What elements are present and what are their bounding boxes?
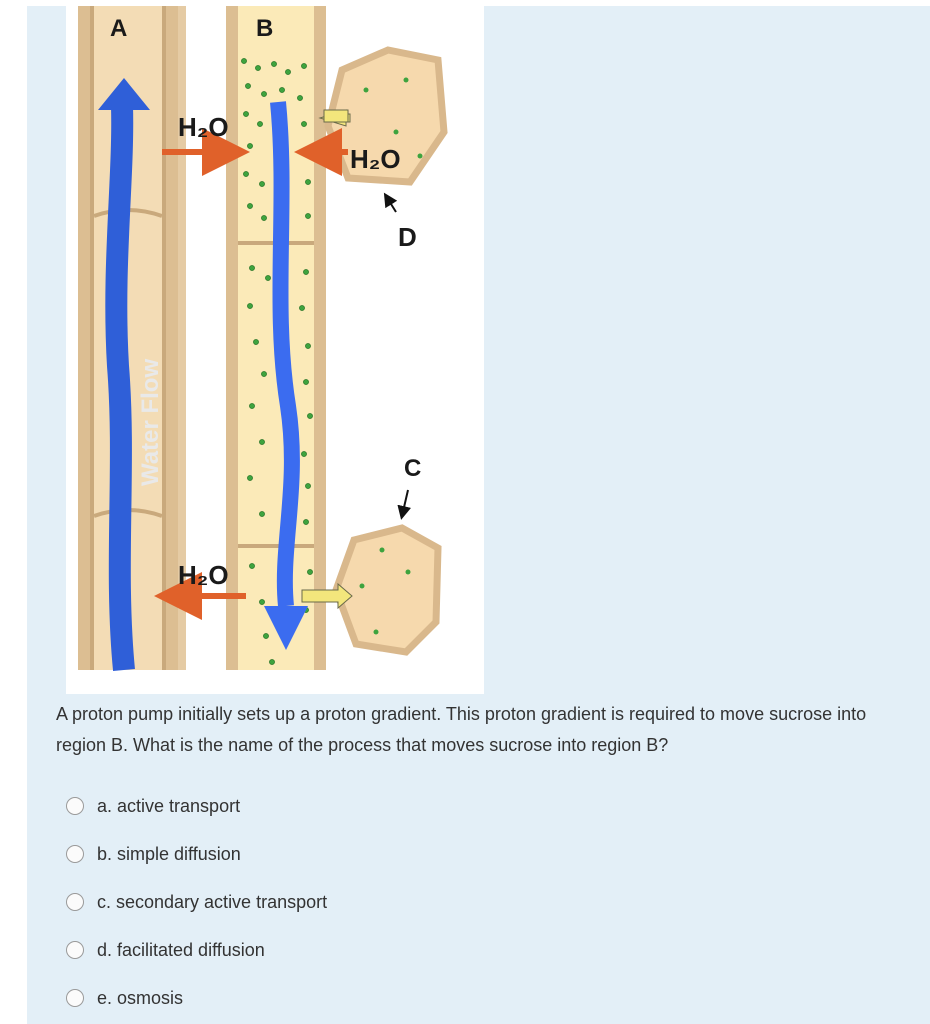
label-a: A [110, 15, 127, 42]
option-a[interactable]: a. active transport [66, 793, 240, 819]
sap-flow-arrow [264, 101, 308, 650]
question-text: A proton pump initially sets up a proton… [56, 704, 867, 755]
h2o-label-top-right: H₂O [350, 144, 401, 174]
h2o-label-bottom: H₂O [178, 560, 229, 590]
option-label: e. osmosis [97, 987, 184, 1008]
radio-button[interactable] [66, 893, 84, 911]
radio-button[interactable] [66, 797, 84, 815]
label-c: C [404, 455, 421, 482]
option-label: b. simple diffusion [97, 843, 241, 864]
option-b[interactable]: b. simple diffusion [66, 841, 241, 867]
sucrose-loading-arrow-shaft [323, 109, 349, 123]
sucrose-molecules [241, 58, 313, 665]
option-e[interactable]: e. osmosis [66, 985, 183, 1011]
sucrose-unloading-arrow [301, 582, 353, 610]
phloem-diagram: Water Flow A B D [66, 6, 484, 694]
option-label: d. facilitated diffusion [97, 939, 265, 960]
h2o-label-top-left: H₂O [178, 112, 229, 142]
option-d[interactable]: d. facilitated diffusion [66, 937, 265, 963]
pointer-d [383, 192, 398, 213]
sink-cell [332, 524, 442, 656]
radio-button[interactable] [66, 941, 84, 959]
water-flow-arrow [98, 78, 150, 672]
option-label: c. secondary active transport [97, 891, 328, 912]
pointer-c [397, 489, 412, 520]
water-flow-label: Water Flow [137, 359, 164, 486]
radio-button[interactable] [66, 989, 84, 1007]
option-c[interactable]: c. secondary active transport [66, 889, 327, 915]
radio-button[interactable] [66, 845, 84, 863]
option-label: a. active transport [97, 795, 241, 816]
label-b: B [256, 15, 273, 42]
label-d: D [398, 222, 417, 252]
